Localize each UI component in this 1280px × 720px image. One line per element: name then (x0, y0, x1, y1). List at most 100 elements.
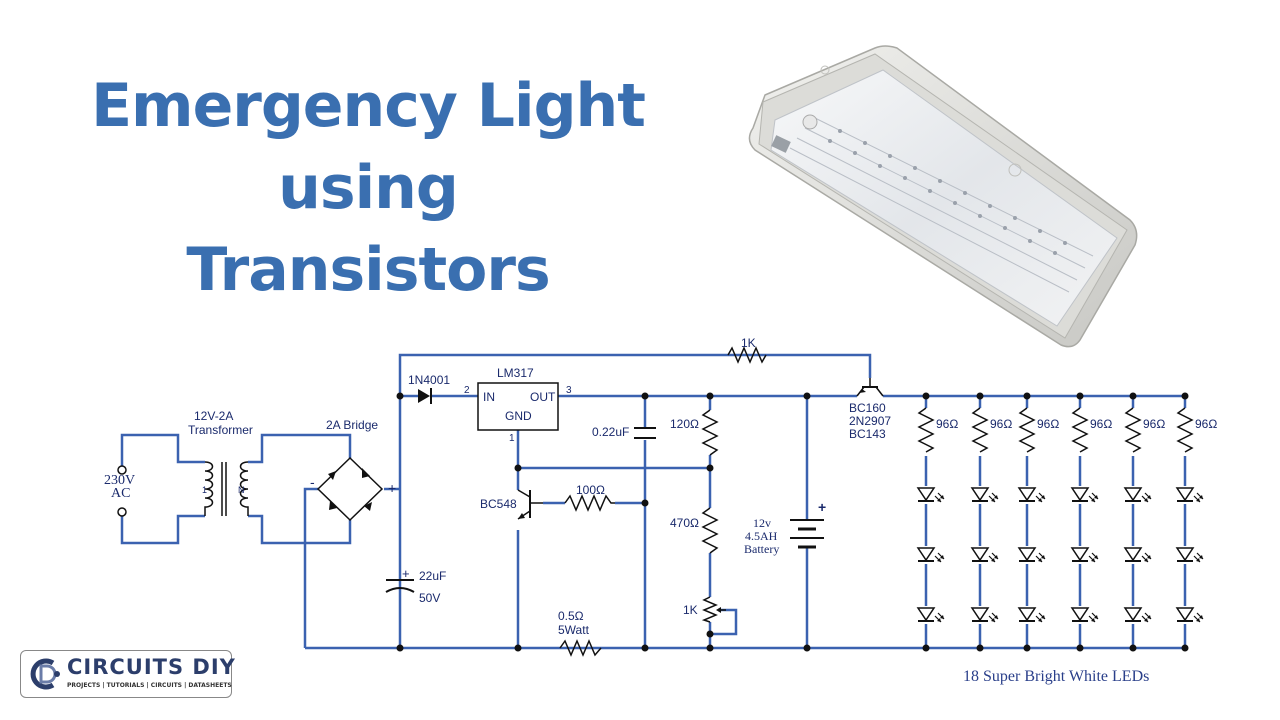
resistor-120 (701, 409, 719, 456)
transformer-label: Transformer (188, 423, 253, 437)
battery-symbol (790, 519, 824, 549)
lm317-out-label: OUT (530, 390, 556, 404)
transformer-secondary-label: N (238, 485, 245, 495)
title-line-3: Transistors (186, 235, 550, 305)
logo-tagline: PROJECTS | TUTORIALS | CIRCUITS | DATASH… (67, 682, 232, 689)
battery-plus: + (818, 499, 826, 515)
bridge-minus-label: - (310, 474, 315, 490)
resistor-100-label: 100Ω (576, 483, 605, 497)
ac-voltage-label: 230V (104, 473, 135, 488)
white-led (1175, 486, 1204, 504)
junction-dots (396, 392, 1189, 652)
white-led (970, 546, 999, 564)
emergency-light-fixture-image (748, 45, 1138, 348)
diode-label: 1N4001 (408, 373, 450, 387)
led-resistor-96 (1071, 407, 1089, 453)
lm317-pin2: 2 (464, 385, 470, 396)
led-column: 96Ω (1017, 407, 1059, 624)
pnp-2n2907-label: 2N2907 (849, 414, 891, 428)
led-resistor-label: 96Ω (1090, 417, 1112, 431)
capacitor-22uf-symbol (385, 579, 415, 593)
ac-source-terminals (117, 465, 127, 517)
ac-label: AC (111, 486, 130, 501)
led-resistor-96 (971, 407, 989, 453)
led-resistor-96 (1018, 407, 1036, 453)
white-led (1070, 546, 1099, 564)
circuits-diy-logo[interactable]: CIRCUITS DIY PROJECTS | TUTORIALS | CIRC… (20, 650, 235, 698)
resistor-120-label: 120Ω (670, 417, 699, 431)
logo-mark-icon (30, 658, 60, 690)
white-led (1175, 606, 1204, 624)
bridge-rectifier-symbol (316, 456, 384, 522)
led-resistor-96 (1124, 407, 1142, 453)
resistor-05 (559, 639, 602, 657)
led-resistor-label: 96Ω (936, 417, 958, 431)
led-resistor-96 (1176, 407, 1194, 453)
lm317-gnd-label: GND (505, 409, 532, 423)
white-led (970, 486, 999, 504)
white-led (916, 606, 945, 624)
led-column: 96Ω (970, 407, 1012, 624)
led-resistor-label: 96Ω (1195, 417, 1217, 431)
bridge-label: 2A Bridge (326, 418, 378, 432)
transformer-symbol (204, 461, 249, 516)
white-led (1017, 486, 1046, 504)
lm317-body (477, 382, 559, 431)
leds-caption: 18 Super Bright White LEDs (963, 668, 1150, 685)
pnp-bc160-label: BC160 (849, 401, 886, 415)
white-led (916, 486, 945, 504)
title-line-1: Emergency Light (91, 71, 646, 141)
cap-22uf-plus: + (402, 566, 410, 581)
lm317-pin3: 3 (566, 385, 572, 396)
transformer-rating-label: 12V-2A (194, 409, 233, 423)
led-columns: 96Ω 96Ω 96Ω 96Ω 96Ω 96Ω (916, 407, 1217, 624)
white-led (1070, 486, 1099, 504)
diode-1n4001-symbol (418, 388, 432, 404)
led-column: 96Ω (1070, 407, 1112, 624)
potentiometer-1k (701, 596, 726, 623)
title-line-2: using (278, 153, 459, 223)
white-led (1123, 546, 1152, 564)
white-led (1017, 606, 1046, 624)
led-resistor-96 (917, 407, 935, 453)
led-resistor-label: 96Ω (1037, 417, 1059, 431)
battery-capacity-label: 4.5AH (745, 529, 778, 543)
resistor-1k-top-label: 1K (741, 336, 756, 350)
pnp-bc143-label: BC143 (849, 427, 886, 441)
battery-label: Battery (744, 542, 779, 556)
bridge-plus-label: + (388, 480, 396, 496)
resistor-1k-top (727, 346, 767, 364)
resistor-100 (564, 494, 615, 512)
white-led (1070, 606, 1099, 624)
white-led (916, 546, 945, 564)
led-column: 96Ω (916, 407, 958, 624)
resistor-470 (701, 507, 719, 554)
lm317-pin1: 1 (509, 433, 515, 444)
bc548-label: BC548 (480, 497, 517, 511)
white-led (1123, 606, 1152, 624)
cap-22uf-voltage-label: 50V (419, 591, 440, 605)
cap-22uf-label: 22uF (419, 569, 446, 583)
capacitor-022uf-symbol (634, 427, 656, 439)
bc548-transistor-symbol (517, 489, 543, 520)
battery-voltage-label: 12v (753, 516, 771, 530)
led-resistor-label: 96Ω (1143, 417, 1165, 431)
lm317-in-label: IN (483, 390, 495, 404)
white-led (970, 606, 999, 624)
pot-1k-label: 1K (683, 603, 698, 617)
led-resistor-label: 96Ω (990, 417, 1012, 431)
led-column: 96Ω (1175, 407, 1217, 624)
resistor-05-power-label: 5Watt (558, 623, 590, 637)
white-led (1017, 546, 1046, 564)
transformer-primary-label: 1 (202, 485, 207, 495)
led-column: 96Ω (1123, 407, 1165, 624)
lm317-label: LM317 (497, 366, 534, 380)
cap-022uf-label: 0.22uF (592, 425, 629, 439)
white-led (1123, 486, 1152, 504)
resistor-470-label: 470Ω (670, 516, 699, 530)
pnp-transistor-symbol (856, 378, 884, 397)
white-led (1175, 546, 1204, 564)
logo-wordmark: CIRCUITS DIY (67, 655, 236, 679)
resistor-05-label: 0.5Ω (558, 609, 584, 623)
